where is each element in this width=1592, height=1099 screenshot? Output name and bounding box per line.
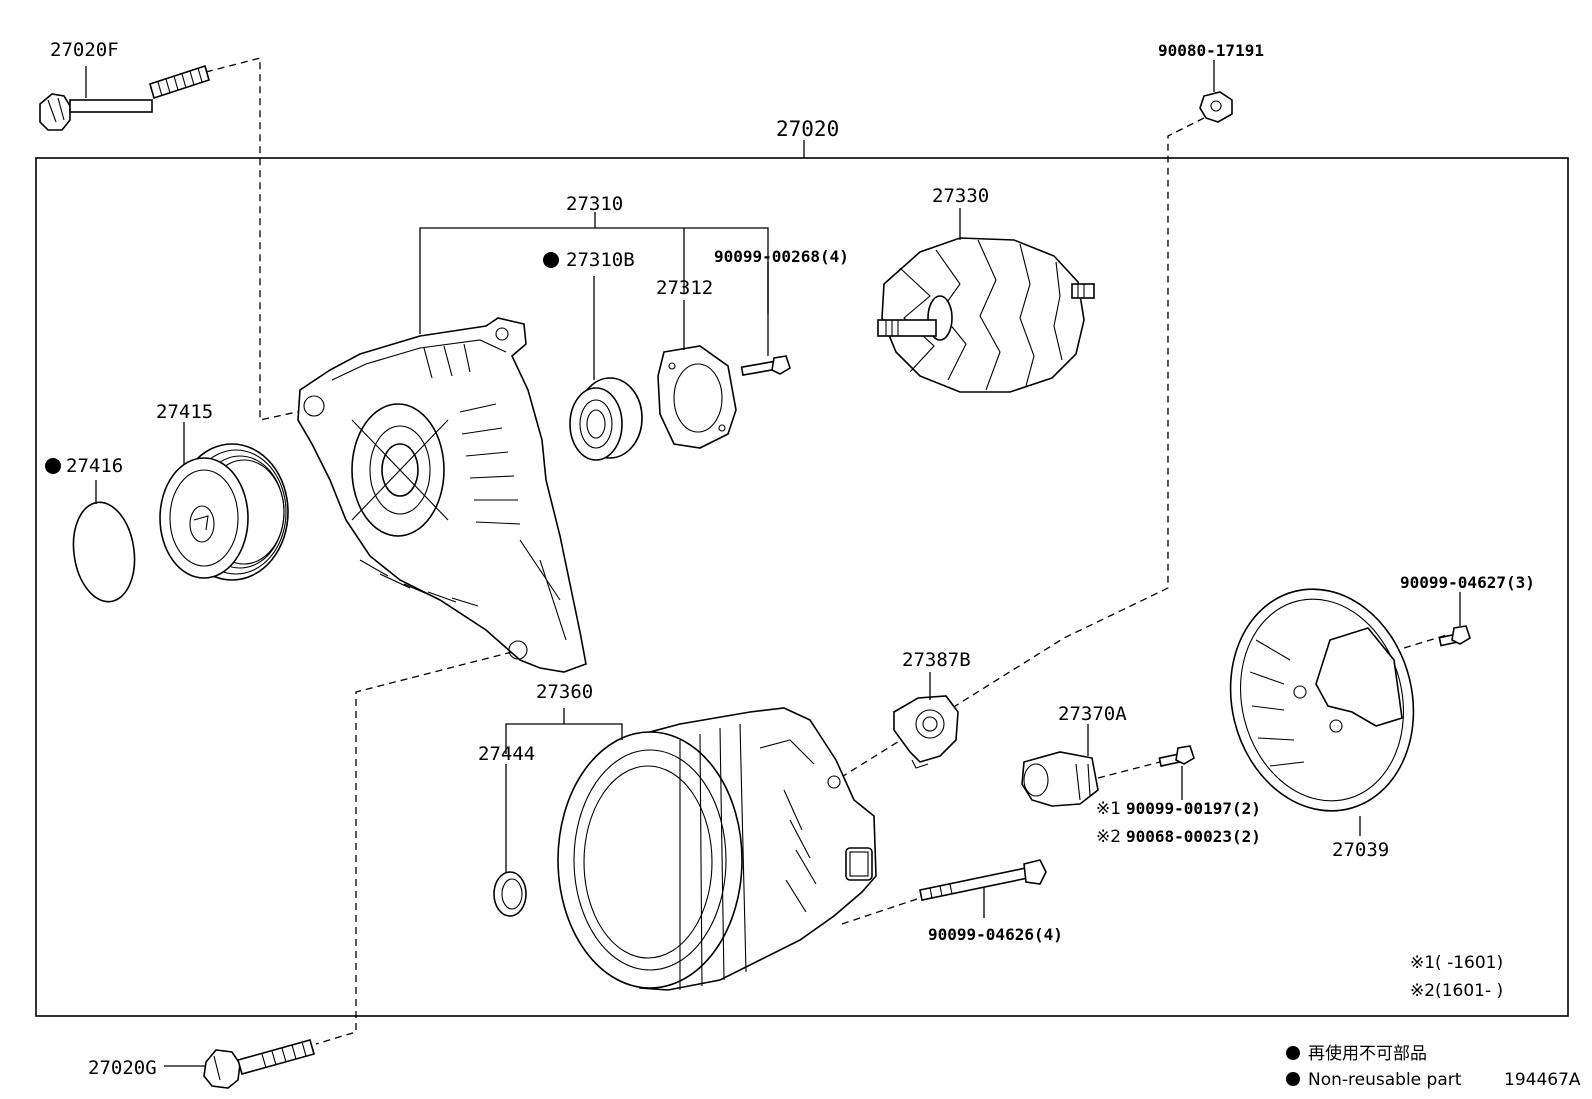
mark-ref2: ※2 [1096, 827, 1121, 847]
screw-cover-part [1438, 625, 1471, 647]
note-range2: ※2(1601- ) [1410, 981, 1503, 1001]
legend-jp: 再使用不可部品 [1308, 1043, 1427, 1064]
nonreusable-mark-cap [45, 458, 61, 474]
label-screw-cover: 90099-04627(3) [1400, 573, 1535, 592]
label-retainer: 27312 [656, 277, 713, 299]
rotor-part [877, 237, 1095, 393]
legend-en: Non-reusable part [1308, 1070, 1462, 1090]
cap-part [72, 501, 136, 603]
label-regulator: 27370A [1058, 703, 1127, 725]
bolt-bottom-part [203, 1039, 315, 1089]
label-pulley: 27415 [156, 401, 213, 423]
pulley-part [159, 443, 289, 581]
label-through-bolt: 90099-04626(4) [928, 925, 1063, 944]
regulator-part [1021, 751, 1099, 807]
note-range1: ※1( -1601) [1410, 953, 1503, 973]
label-bolt-top: 27020F [50, 39, 119, 61]
screw-reg-part [1158, 745, 1195, 767]
label-screw-reg2: 90068-00023(2) [1126, 827, 1261, 846]
label-stator: 27360 [536, 681, 593, 703]
label-frame: 27310 [566, 193, 623, 215]
assembly-box [35, 157, 1569, 1017]
stator-part [557, 707, 877, 991]
label-washer: 27444 [478, 743, 535, 765]
nonreusable-mark-bearing [543, 252, 559, 268]
label-cap: 27416 [66, 455, 123, 477]
washer-part [493, 871, 527, 917]
screw-frame-part [740, 355, 791, 376]
frame-part [297, 317, 587, 673]
legend-dot-en [1286, 1072, 1300, 1086]
label-screw-reg1: 90099-00197(2) [1126, 799, 1261, 818]
label-cover: 27039 [1332, 839, 1389, 861]
figure-id: 194467A [1504, 1070, 1581, 1090]
bearing-part [569, 377, 643, 461]
label-brush: 27387B [902, 649, 971, 671]
label-bolt-bottom: 27020G [88, 1057, 157, 1079]
bolt-top-part [39, 64, 210, 131]
nut-part [1199, 91, 1233, 123]
retainer-part [657, 345, 737, 449]
brush-part [893, 695, 959, 769]
label-assembly: 27020 [776, 117, 839, 141]
through-bolt-part [919, 859, 1047, 901]
label-nut: 90080-17191 [1158, 41, 1264, 60]
cover-part [1229, 588, 1415, 812]
label-screw-frame: 90099-00268(4) [714, 247, 849, 266]
label-rotor: 27330 [932, 185, 989, 207]
label-frame-sub: 27310B [566, 249, 635, 271]
mark-ref1: ※1 [1096, 799, 1121, 819]
legend-dot-jp [1286, 1046, 1300, 1060]
